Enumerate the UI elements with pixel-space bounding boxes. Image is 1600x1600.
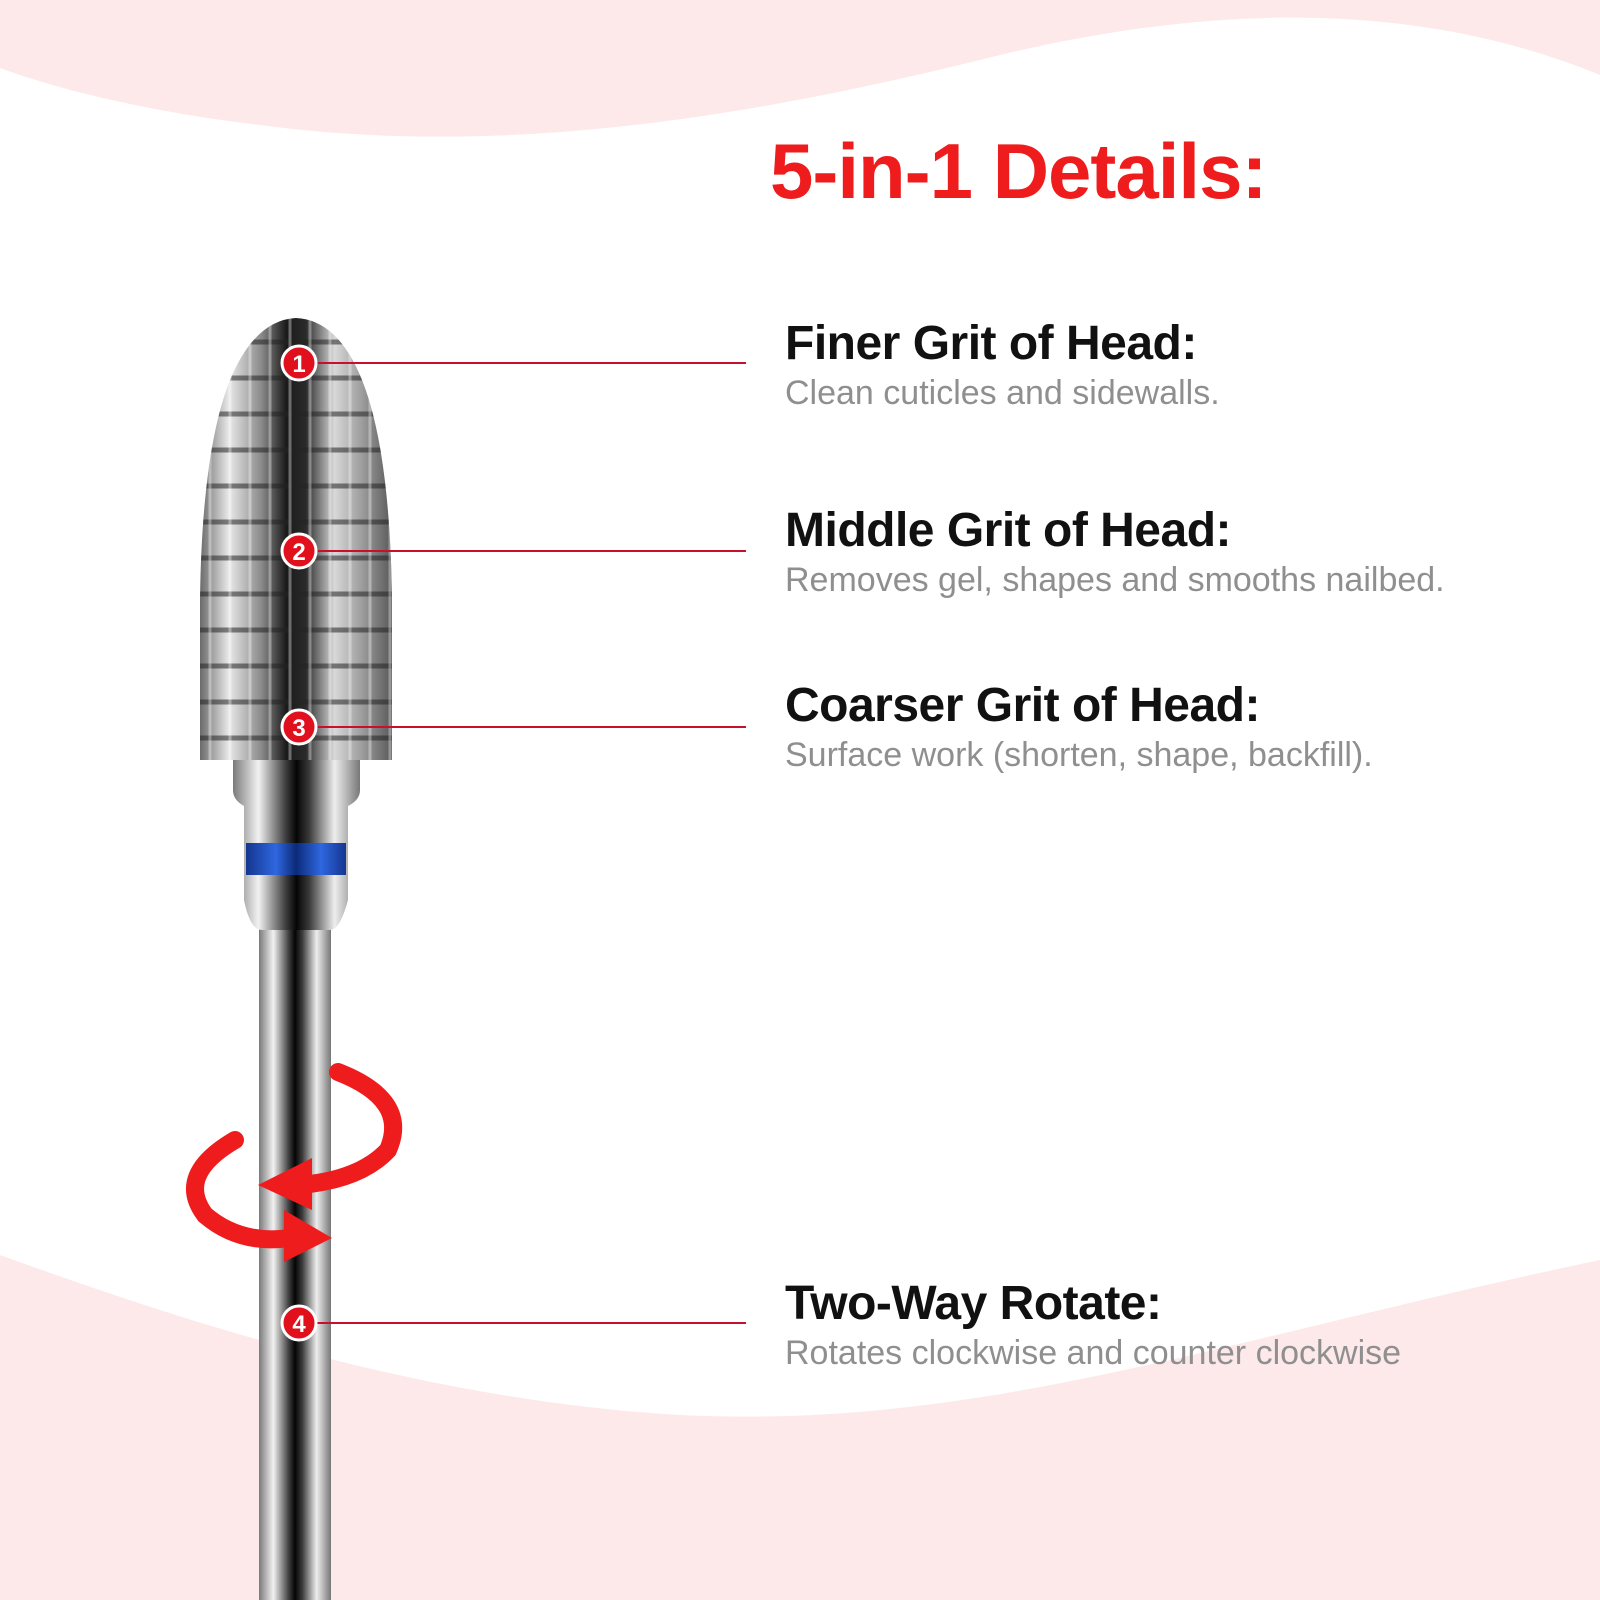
feature-finer-grit: Finer Grit of Head: Clean cuticles and s… bbox=[785, 317, 1220, 412]
blue-band bbox=[246, 843, 346, 875]
svg-text:4: 4 bbox=[292, 1311, 306, 1338]
feature-coarser-grit: Coarser Grit of Head: Surface work (shor… bbox=[785, 679, 1373, 774]
feature-heading: Finer Grit of Head: bbox=[785, 317, 1197, 370]
marker-1: 1 bbox=[280, 344, 318, 382]
bottom-wave bbox=[0, 1255, 1600, 1600]
svg-text:1: 1 bbox=[292, 351, 305, 378]
feature-description: Clean cuticles and sidewalls. bbox=[785, 374, 1220, 412]
rotation-arrows-icon bbox=[186, 1063, 403, 1262]
feature-middle-grit: Middle Grit of Head: Removes gel, shapes… bbox=[785, 504, 1445, 599]
svg-text:3: 3 bbox=[292, 715, 305, 742]
marker-4: 4 bbox=[280, 1304, 318, 1342]
marker-3: 3 bbox=[280, 708, 318, 746]
top-wave bbox=[0, 0, 1600, 137]
page-title: 5-in-1 Details: bbox=[770, 127, 1267, 215]
feature-description: Surface work (shorten, shape, backfill). bbox=[785, 736, 1373, 774]
feature-heading: Two-Way Rotate: bbox=[785, 1277, 1162, 1330]
feature-two-way-rotate: Two-Way Rotate: Rotates clockwise and co… bbox=[785, 1277, 1402, 1372]
marker-2: 2 bbox=[280, 532, 318, 570]
feature-heading: Middle Grit of Head: bbox=[785, 504, 1231, 557]
feature-description: Removes gel, shapes and smooths nailbed. bbox=[785, 561, 1445, 599]
svg-text:2: 2 bbox=[292, 539, 305, 566]
feature-heading: Coarser Grit of Head: bbox=[785, 679, 1260, 732]
feature-description: Rotates clockwise and counter clockwise bbox=[785, 1334, 1402, 1372]
